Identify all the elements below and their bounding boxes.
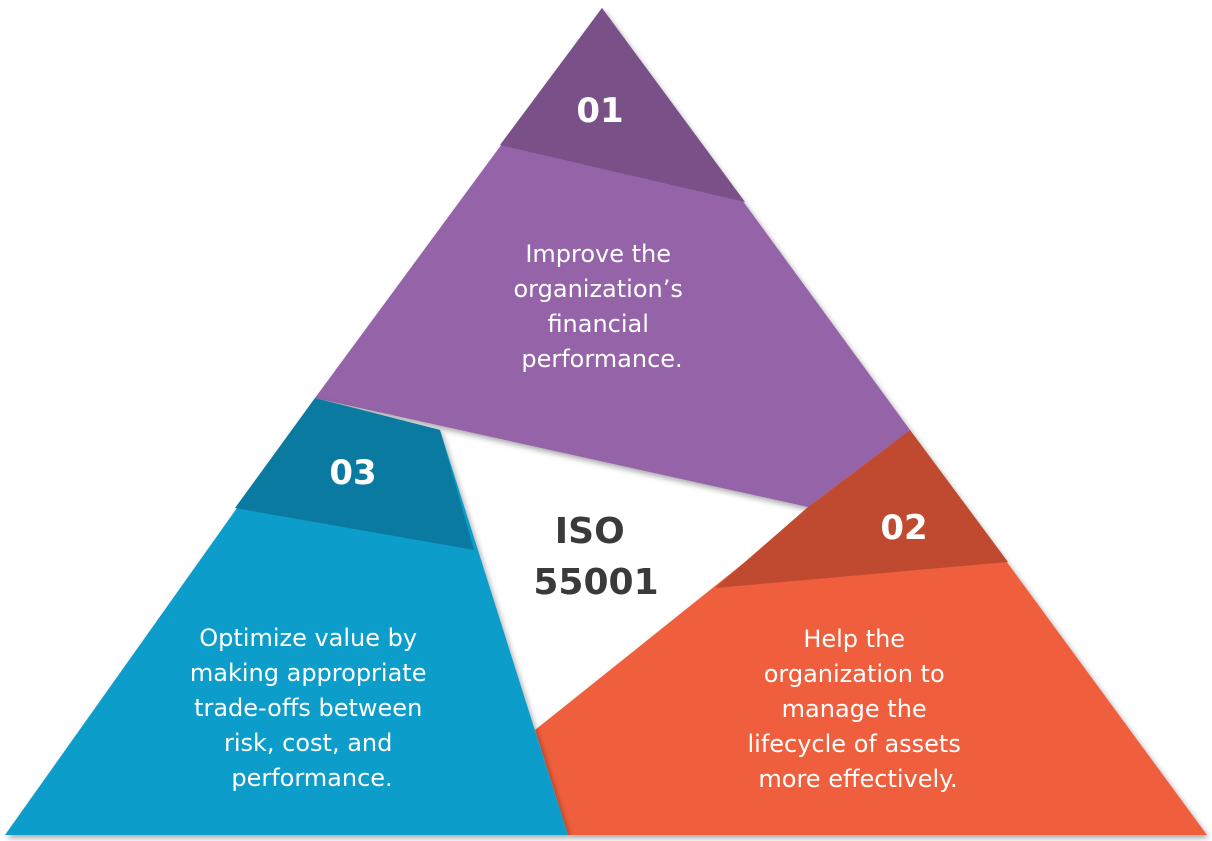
segment-02-line-3: manage the xyxy=(782,695,927,723)
segment-01-number: 01 xyxy=(576,91,623,131)
segment-01-line-4: performance. xyxy=(521,345,682,373)
center-label-line-1: ISO xyxy=(555,511,625,552)
segment-02-line-4: lifecycle of assets xyxy=(747,730,960,758)
segment-03-line-3: trade-offs between xyxy=(194,694,422,722)
segment-01-number-band xyxy=(500,8,745,202)
segment-03-line-5: performance. xyxy=(231,764,392,792)
segment-01: 01 Improve the organization’s financial … xyxy=(315,8,910,507)
segment-03-number-band xyxy=(235,398,474,550)
center-label-line-2: 55001 xyxy=(533,562,658,603)
segment-03-text: Optimize value by making appropriate tra… xyxy=(190,624,434,792)
segment-02-number-band xyxy=(715,430,1008,588)
segment-01-line-1: Improve the xyxy=(525,240,671,268)
segment-03-number: 03 xyxy=(329,453,376,493)
segment-02-line-5: more effectively. xyxy=(758,765,957,793)
segment-02-line-2: organization to xyxy=(764,660,945,688)
segment-02: 02 Help the organization to manage the l… xyxy=(535,430,1207,835)
segment-02-body xyxy=(535,430,1207,835)
center-label: ISO 55001 xyxy=(533,511,658,603)
segment-01-body xyxy=(315,8,910,507)
segment-01-line-3: financial xyxy=(547,310,648,338)
segment-02-line-1: Help the xyxy=(803,625,905,653)
segment-01-text: Improve the organization’s financial per… xyxy=(514,240,691,373)
segment-03-line-2: making appropriate xyxy=(190,659,427,687)
segment-02-text: Help the organization to manage the life… xyxy=(747,625,968,793)
segment-03: 03 Optimize value by making appropriate … xyxy=(5,398,568,835)
center-triangle xyxy=(440,430,808,730)
segment-02-number: 02 xyxy=(880,508,927,548)
segment-03-line-1: Optimize value by xyxy=(199,624,417,652)
segment-01-line-2: organization’s xyxy=(514,275,683,303)
segment-03-line-4: risk, cost, and xyxy=(224,729,392,757)
